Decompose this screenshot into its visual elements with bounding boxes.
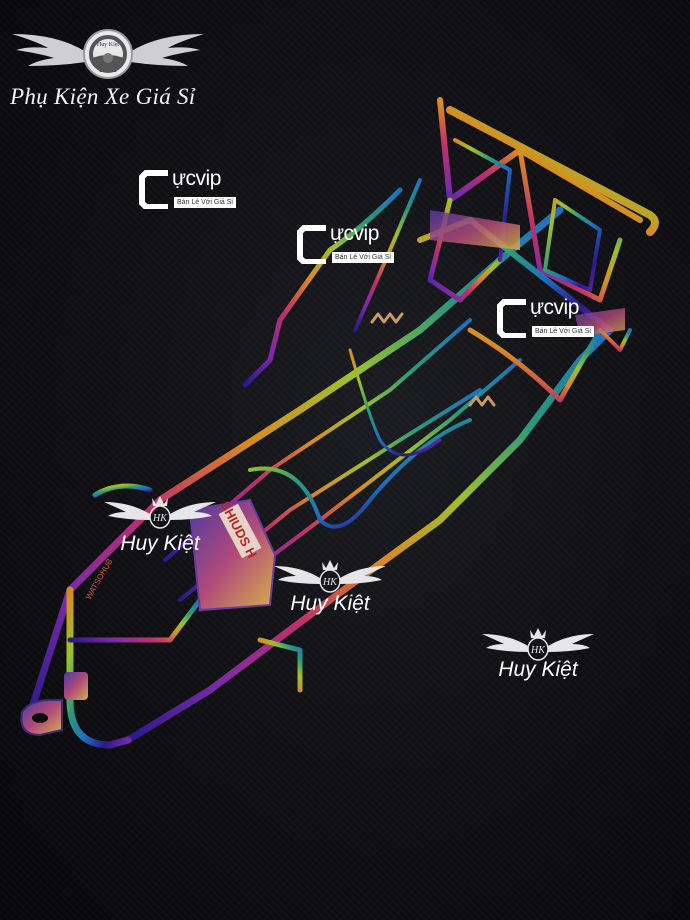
winged-crown-hk-logo: HK [274,560,386,593]
huykiet-name: Huy Kiệt [120,532,200,555]
center-bracket-plate [188,498,277,612]
cucvip-word: ựcvip [330,222,379,245]
cucvip-watermark: ựcvip Bán Lẻ Với Giá Sỉ [296,222,416,270]
cucvip-subtitle: Bán Lẻ Với Giá Sỉ [174,197,236,208]
shop-tagline: Phụ Kiện Xe Giá Sỉ [10,84,196,109]
winged-steering-wheel-logo: Huy Kiệt [12,29,204,79]
cucvip-watermark: ựcvip Bán Lẻ Với Giá Sỉ [496,296,616,344]
cucvip-c-logo [497,299,526,338]
cucvip-word: ựcvip [172,167,221,190]
cucvip-c-logo [139,170,168,209]
cucvip-c-logo [297,225,326,264]
brand-sticker [218,503,262,559]
hk-monogram: HK [530,645,546,656]
mount-hole [32,713,48,723]
front-bracket-plate [430,210,520,250]
huykiet-name: Huy Kiệt [498,658,578,681]
huykiet-watermark: HK Huy Kiệt [100,490,220,560]
huykiet-watermark: HK Huy Kiệt [270,554,390,624]
rail-clamp [64,672,88,700]
cucvip-subtitle: Bán Lẻ Với Giá Sỉ [532,326,594,337]
huykiet-name: Huy Kiệt [290,592,370,615]
hk-monogram: HK [152,513,168,524]
winged-crown-hk-logo: HK [482,628,594,661]
logo-monogram-text: Huy Kiệt [97,42,119,48]
cucvip-word: ựcvip [530,296,579,319]
cucvip-subtitle: Bán Lẻ Với Giá Sỉ [332,252,394,263]
winged-crown-hk-logo: HK [104,496,216,529]
huykiet-watermark: HK Huy Kiệt [478,622,598,692]
cucvip-watermark: ựcvip Bán Lẻ Với Giá Sỉ [138,167,258,215]
hk-monogram: HK [322,577,338,588]
